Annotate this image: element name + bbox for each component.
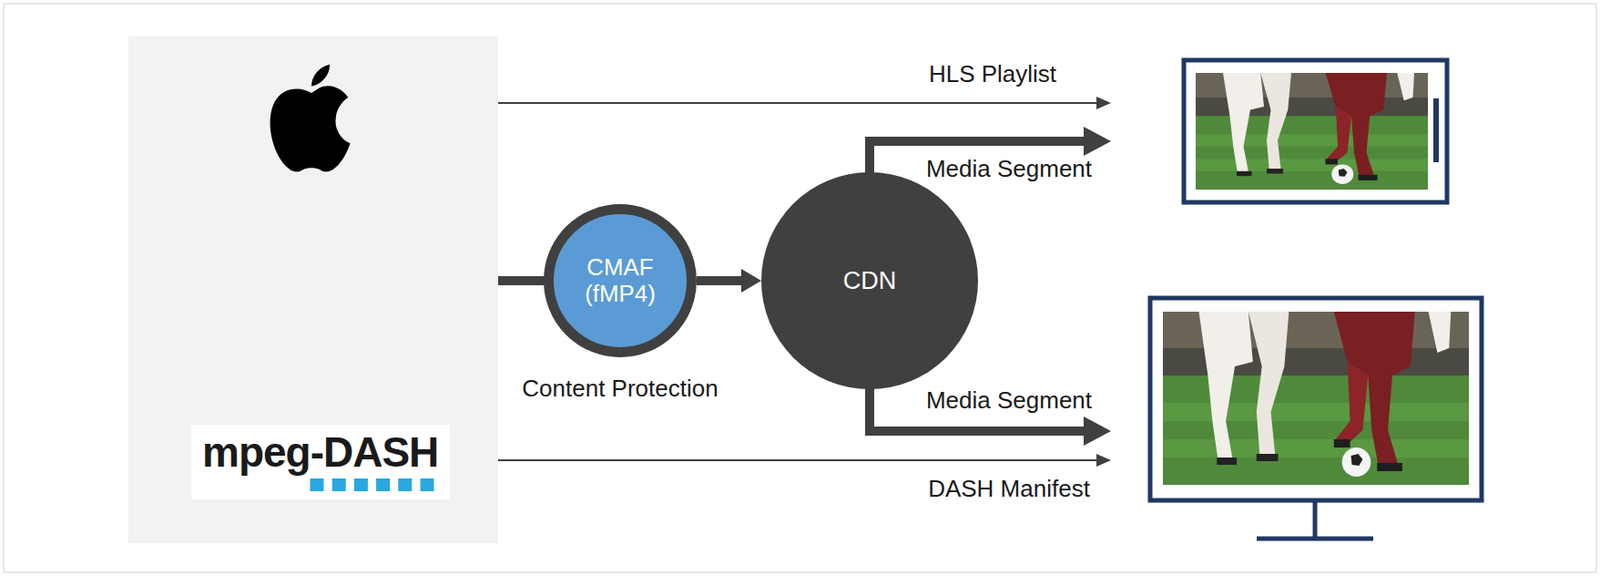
- hls-label: HLS Playlist: [928, 61, 1057, 89]
- logo-squares: [202, 477, 439, 492]
- segment-label: Media Segment: [926, 155, 1092, 184]
- tablet: [1183, 60, 1448, 203]
- manifest-label: DASH Manifest: [927, 475, 1091, 503]
- hls-line: [498, 101, 1099, 104]
- input-line: [498, 275, 547, 286]
- circle-shape: [761, 172, 979, 389]
- connector: [696, 268, 762, 293]
- dash-logo: mpeg-DASH: [191, 424, 450, 500]
- cdn-circle: CDN: [761, 172, 979, 389]
- circle-shape: [549, 209, 693, 353]
- arrow-head: [1096, 96, 1111, 110]
- logo-square: [376, 478, 390, 491]
- arrow-head: [1096, 453, 1111, 467]
- dash-line: [498, 458, 1099, 461]
- logo-square: [397, 478, 412, 491]
- logo-text: mpeg-DASH: [202, 429, 439, 474]
- cmaf-circle: CMAF (fMP4): [543, 203, 697, 357]
- source-panel: [128, 36, 499, 543]
- logo-square: [310, 478, 325, 491]
- segment-label: Media Segment: [926, 387, 1092, 415]
- node-text: CMAF (fMP4): [570, 254, 671, 307]
- arrow-head: [1083, 126, 1111, 156]
- arrow-head: [741, 268, 762, 293]
- protection-label: Content Protection: [521, 375, 718, 403]
- frame: [3, 3, 1597, 572]
- arrow-head: [1083, 416, 1111, 446]
- monitor: [1150, 297, 1482, 539]
- logo-square: [332, 478, 347, 491]
- logo-square: [354, 478, 368, 491]
- node-text: CDN: [843, 266, 897, 295]
- logo-square: [420, 478, 435, 491]
- apple-logo: [270, 64, 351, 173]
- connector-line: [696, 275, 744, 286]
